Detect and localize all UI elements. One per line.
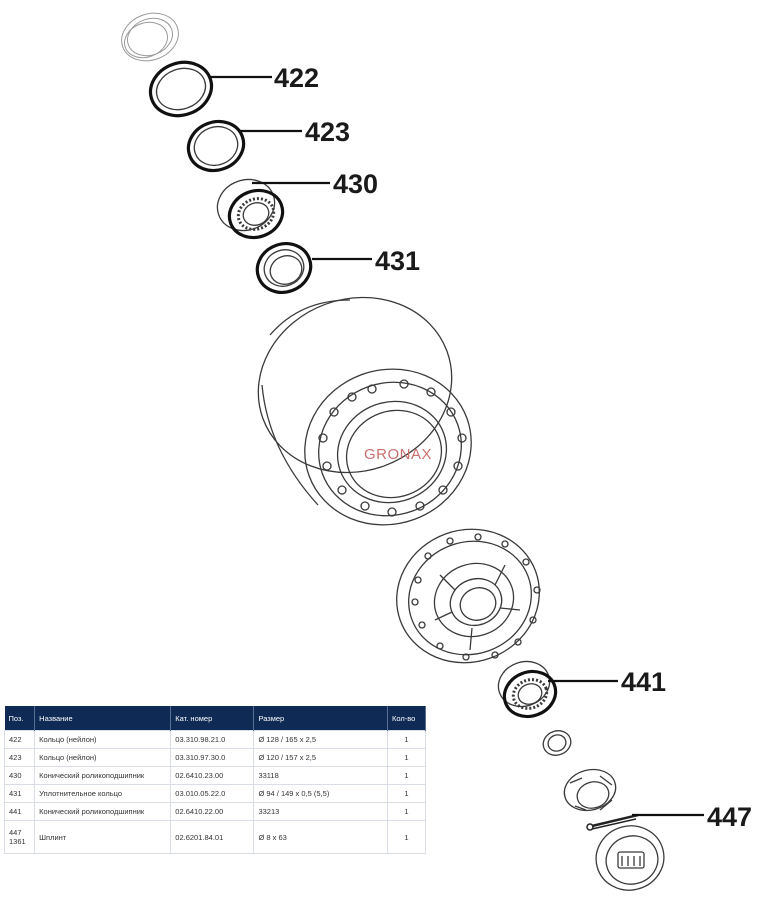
- callout-430: 430: [333, 169, 378, 199]
- cell-size: Ø 8 x 63: [253, 820, 388, 854]
- table-row: 423 Кольцо (нейлон) 03.310.97.30.0 Ø 120…: [3, 748, 426, 767]
- cell-catalog: 02.6201.84.01: [170, 820, 255, 854]
- bearing-441: [497, 660, 558, 719]
- callout-422: 422: [274, 63, 319, 93]
- cell-catalog: 02.6410.23.00: [170, 766, 255, 785]
- cell-name: Шплинт: [34, 820, 172, 854]
- cell-size: 33118: [253, 766, 388, 785]
- cell-qty: 1: [387, 820, 426, 854]
- seal-431: [255, 242, 313, 294]
- hub-cap: [595, 825, 665, 891]
- cell-pos: 447 1361: [3, 820, 36, 854]
- cell-qty: 1: [387, 730, 426, 749]
- cell-pos-primary: 447: [9, 828, 22, 837]
- cell-pos: 423: [3, 748, 36, 767]
- ring-423: [186, 119, 246, 173]
- callout-441: 441: [621, 667, 666, 697]
- table-header-row: Поз. Название Кат. номер Размер Кол-во: [4, 706, 426, 731]
- cell-pos-secondary: 1361: [9, 837, 26, 846]
- cell-catalog: 03.310.98.21.0: [170, 730, 255, 749]
- cell-catalog: 03.010.05.22.0: [170, 784, 255, 803]
- cotter-pin-447: [586, 813, 639, 831]
- ring-422: [148, 60, 214, 118]
- cell-pos: 422: [3, 730, 36, 749]
- cell-catalog: 02.6410.22.00: [170, 802, 255, 821]
- table-row: 441 Конический роликоподшипник 02.6410.2…: [3, 802, 426, 821]
- col-header-name: Название: [34, 706, 172, 731]
- col-header-pos: Поз.: [4, 706, 36, 731]
- cell-qty: 1: [387, 748, 426, 767]
- wheel-hub: [396, 528, 541, 664]
- table-row: 431 Уплотнительное кольцо 03.010.05.22.0…: [3, 784, 426, 803]
- cell-pos: 441: [3, 802, 36, 821]
- table-row: 447 1361 Шплинт 02.6201.84.01 Ø 8 x 63 1: [3, 820, 426, 854]
- cell-size: Ø 94 / 149 x 0,5 (5,5): [253, 784, 388, 803]
- cell-name: Уплотнительное кольцо: [34, 784, 172, 803]
- callout-431: 431: [375, 246, 420, 276]
- cell-name: Кольцо (нейлон): [34, 748, 172, 767]
- top-thin-ring: [121, 12, 179, 62]
- cell-qty: 1: [387, 766, 426, 785]
- col-header-qty: Кол-во: [387, 706, 426, 731]
- callout-423: 423: [305, 117, 350, 147]
- table-row: 422 Кольцо (нейлон) 03.310.98.21.0 Ø 128…: [3, 730, 426, 749]
- cell-catalog: 03.310.97.30.0: [170, 748, 255, 767]
- cell-pos: 431: [3, 784, 36, 803]
- watermark: GRONAX: [364, 446, 432, 463]
- cell-name: Кольцо (нейлон): [34, 730, 172, 749]
- cell-size: Ø 120 / 157 x 2,5: [253, 748, 388, 767]
- brake-drum: [257, 296, 472, 526]
- table-row: 430 Конический роликоподшипник 02.6410.2…: [3, 766, 426, 785]
- snap-ring: [542, 730, 572, 756]
- parts-table: Поз. Название Кат. номер Размер Кол-во 4…: [3, 706, 426, 854]
- col-header-catalog: Кат. номер: [170, 706, 255, 731]
- cell-name: Конический роликоподшипник: [34, 802, 172, 821]
- cell-qty: 1: [387, 802, 426, 821]
- cell-qty: 1: [387, 784, 426, 803]
- axle-nut: [563, 768, 617, 812]
- callout-447: 447: [707, 802, 752, 832]
- col-header-size: Размер: [253, 706, 388, 731]
- cell-size: Ø 128 / 165 x 2,5: [253, 730, 388, 749]
- cell-name: Конический роликоподшипник: [34, 766, 172, 785]
- cell-pos: 430: [3, 766, 36, 785]
- bearing-430: [216, 178, 285, 240]
- cell-size: 33213: [253, 802, 388, 821]
